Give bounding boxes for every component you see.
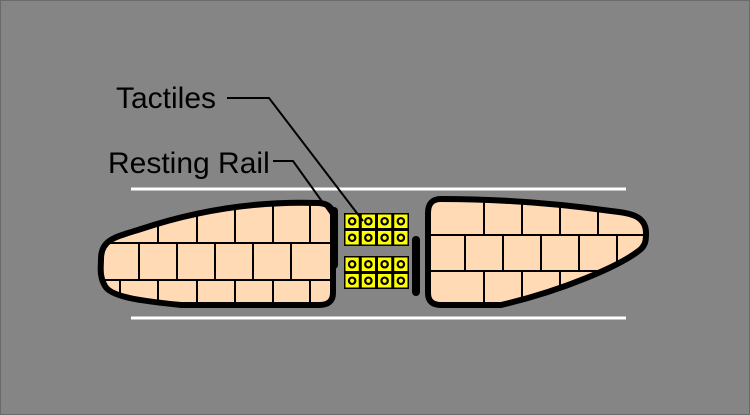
tactile-dome [380, 259, 389, 269]
tactile-tile [378, 257, 392, 271]
tactile-tile [345, 257, 359, 271]
tactile-tile [361, 257, 375, 271]
tactile-tile [394, 214, 408, 228]
tactile-tile [378, 231, 392, 245]
resting-rail-callout: Resting Rail [108, 147, 332, 215]
resting-rail [330, 207, 338, 269]
tactile-tile [378, 214, 392, 228]
tactile-tile [345, 274, 359, 288]
resting-rail-label: Resting Rail [108, 147, 270, 180]
tactile-dome [396, 233, 406, 243]
right-island [425, 195, 650, 308]
tactile-dome [347, 259, 357, 269]
tactiles-label: Tactiles [116, 82, 216, 115]
tactile-dome [347, 276, 357, 286]
left-island [97, 199, 336, 308]
tactile-paving [344, 213, 409, 289]
tactile-tile [345, 231, 359, 245]
tactile-dome [396, 216, 406, 226]
right-resting-rail [412, 236, 420, 296]
tactiles-callout: Tactiles [116, 82, 364, 222]
tactile-tile [394, 274, 408, 288]
tactile-tile [394, 257, 408, 271]
tactile-tile [378, 274, 392, 288]
tactile-dome [380, 276, 389, 286]
tactile-dome [347, 216, 357, 226]
tactile-tile [394, 231, 408, 245]
tactile-tile [361, 231, 375, 245]
tactile-dome [364, 276, 373, 286]
tactile-tile [361, 214, 375, 228]
tactile-dome [396, 259, 406, 269]
tactile-dome [364, 216, 373, 226]
tactile-dome [380, 216, 389, 226]
tactile-tile [345, 214, 359, 228]
tactile-dome [380, 233, 389, 243]
tactile-dome [364, 259, 373, 269]
tactile-tile [361, 274, 375, 288]
tactile-dome [347, 233, 357, 243]
tactile-dome [396, 276, 406, 286]
tactile-dome [364, 233, 373, 243]
